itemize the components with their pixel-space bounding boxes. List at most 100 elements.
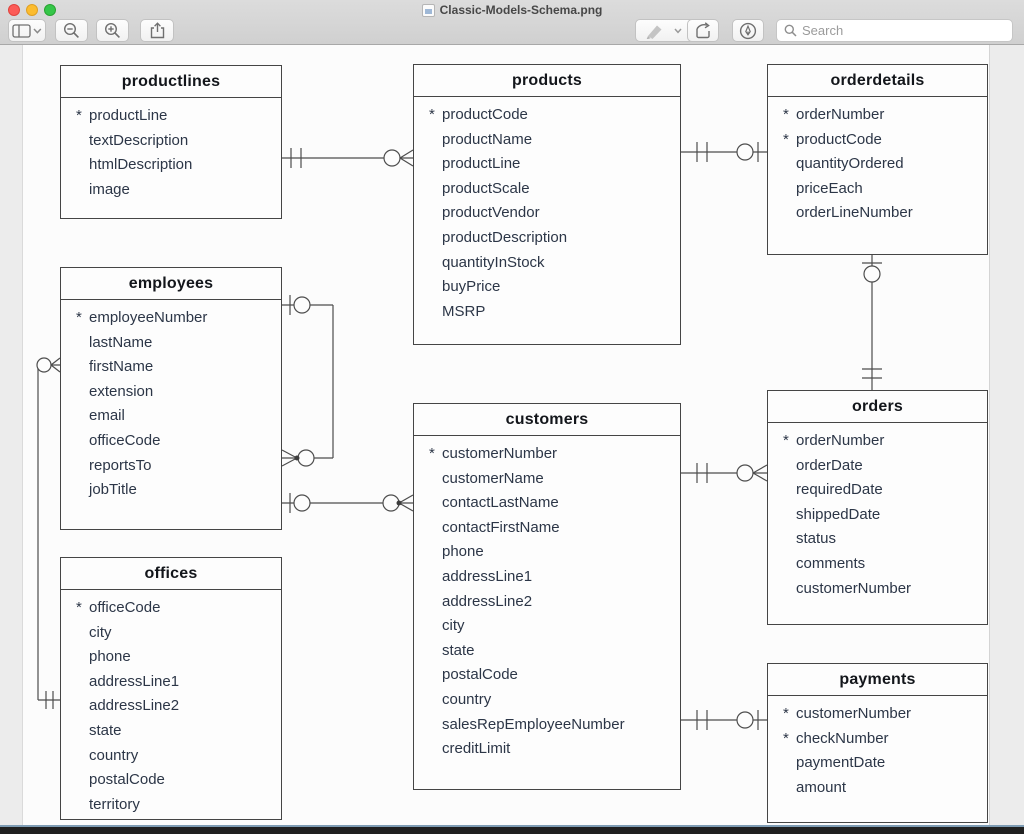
chevron-down-icon: [674, 28, 682, 34]
entity-field: *customerNumber: [429, 442, 678, 467]
field-name: quantityInStock: [442, 253, 545, 271]
entity-field-list: * productCode productName productLine produc…: [414, 97, 680, 324]
field-name: contactFirstName: [442, 518, 560, 536]
field-name: buyPrice: [442, 278, 501, 296]
field-name: customerNumber: [442, 445, 558, 462]
zoom-window-button[interactable]: [44, 4, 56, 16]
field-name: productCode: [796, 130, 882, 148]
entity-field: phone: [76, 645, 279, 670]
field-name: htmlDescription: [89, 156, 193, 174]
primary-key-marker: *: [76, 309, 82, 326]
entity-field: amount: [783, 776, 985, 801]
entity-field-list: * customerNumber * checkNumber paymentDate am…: [768, 696, 987, 800]
entity-field: *employeeNumber: [76, 306, 279, 331]
entity-field: MSRP: [429, 300, 678, 325]
field-name: orderLineNumber: [796, 204, 913, 222]
field-name: productLine: [442, 155, 521, 173]
entity-field: reportsTo: [76, 454, 279, 479]
entity-field: salesRepEmployeeNumber: [429, 713, 678, 738]
primary-key-marker: *: [783, 106, 789, 123]
entity-field: * customerNumber: [783, 702, 985, 727]
field-name: city: [442, 617, 465, 635]
entity-title: customers: [414, 404, 680, 436]
rotate-button[interactable]: [687, 19, 719, 42]
primary-key-marker: *: [76, 599, 82, 616]
field-name: productName: [442, 130, 533, 148]
rotate-left-icon: [696, 21, 710, 38]
field-name: orderNumber: [796, 106, 885, 123]
close-window-button[interactable]: [8, 4, 20, 16]
field-name: territory: [89, 795, 140, 813]
primary-key-marker: *: [783, 705, 789, 722]
entity-field: productVendor: [429, 201, 678, 226]
entity-field: city: [76, 621, 279, 646]
primary-key-marker: *: [783, 729, 789, 747]
share-button[interactable]: [140, 19, 174, 42]
entity-title: orderdetails: [768, 65, 987, 97]
entity-field: phone: [429, 540, 678, 565]
entity-field: paymentDate: [783, 751, 985, 776]
entity-field: * productCode: [429, 103, 678, 128]
field-name: orderNumber: [796, 432, 885, 449]
field-name: reportsTo: [89, 456, 152, 474]
field-name: requiredDate: [796, 481, 883, 499]
field-name: checkNumber: [796, 729, 889, 747]
field-name: paymentDate: [796, 754, 886, 772]
field-name: jobTitle: [89, 481, 137, 499]
minimize-window-button[interactable]: [26, 4, 38, 16]
primary-key-marker: *: [429, 106, 435, 123]
field-name: extension: [89, 382, 154, 400]
field-name: orderDate: [796, 456, 863, 474]
entity-title: productlines: [61, 66, 281, 98]
entity-field: *productLine: [76, 104, 279, 129]
entity-field: jobTitle: [76, 478, 279, 503]
field-name: productVendor: [442, 204, 540, 222]
entity-field: htmlDescription: [76, 153, 279, 178]
entity-field: comments: [783, 552, 985, 577]
field-name: addressLine2: [442, 592, 533, 610]
field-name: postalCode: [89, 771, 165, 789]
entity-field: country: [429, 688, 678, 713]
sidebar-view-button[interactable]: [8, 19, 46, 42]
field-name: addressLine2: [89, 697, 180, 715]
search-input[interactable]: Search: [776, 19, 1013, 42]
field-name: creditLimit: [442, 740, 511, 758]
field-name: phone: [442, 543, 484, 561]
field-name: productLine: [89, 107, 168, 124]
field-name: city: [89, 623, 112, 641]
zoom-in-button[interactable]: [96, 19, 129, 42]
entity-field: state: [429, 639, 678, 664]
markup-pen-button[interactable]: [635, 19, 695, 42]
field-name: addressLine1: [442, 567, 533, 585]
entity-field: productName: [429, 128, 678, 153]
field-name: firstName: [89, 358, 154, 376]
entity-field: *productCode: [783, 128, 985, 153]
field-name: addressLine1: [89, 672, 180, 690]
field-name: amount: [796, 778, 847, 796]
field-name: productScale: [442, 179, 530, 197]
entity-field: quantityInStock: [429, 251, 678, 276]
entity-field: lastName: [76, 331, 279, 356]
entity-field: addressLine1: [429, 565, 678, 590]
entity-field: productDescription: [429, 226, 678, 251]
entity-field: addressLine2: [76, 694, 279, 719]
field-name: officeCode: [89, 431, 161, 449]
entity-field: productScale: [429, 177, 678, 202]
markup-toolbar-button[interactable]: [732, 19, 764, 42]
field-name: productCode: [442, 106, 528, 123]
field-name: customerNumber: [796, 705, 912, 722]
markup-circle-pen-icon: [739, 22, 757, 39]
entity-field: * orderNumber: [783, 103, 985, 128]
field-name: email: [89, 407, 125, 425]
entity-field: contactLastName: [429, 491, 678, 516]
field-name: customerNumber: [796, 579, 912, 597]
zoom-out-button[interactable]: [55, 19, 88, 42]
field-name: postalCode: [442, 666, 518, 684]
entity-field: textDescription: [76, 129, 279, 154]
